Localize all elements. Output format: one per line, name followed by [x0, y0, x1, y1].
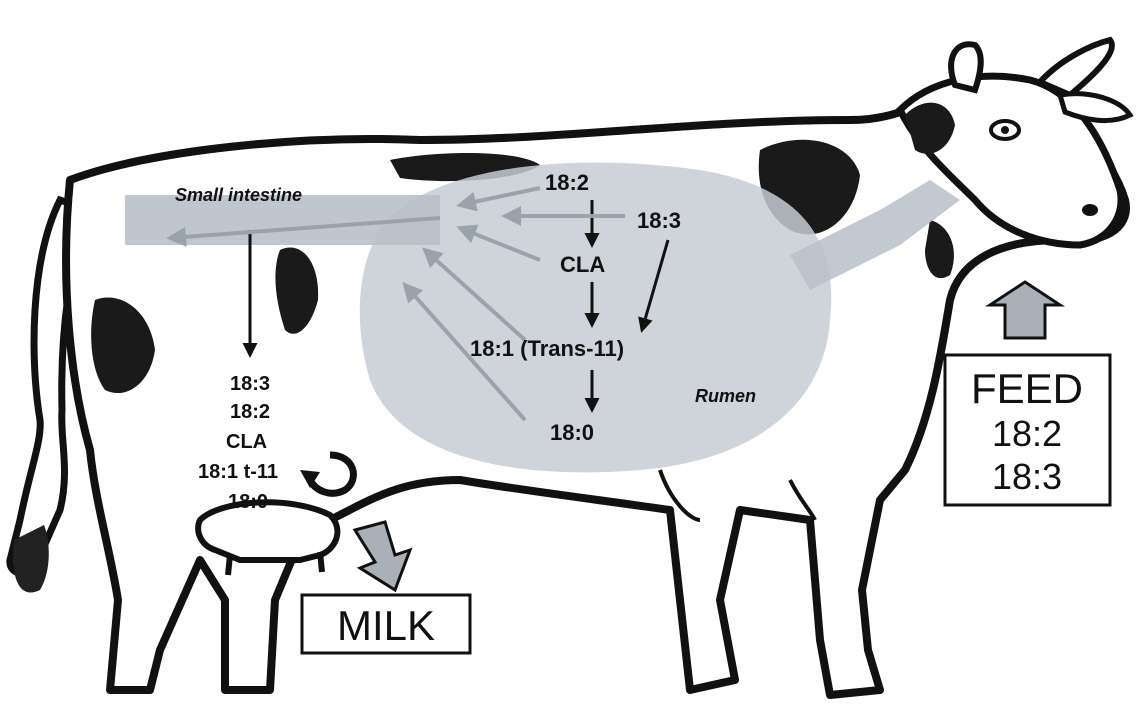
- milk-down-arrow: [355, 522, 410, 590]
- cow-horn-left: [951, 44, 981, 90]
- udder-item: 18:0: [228, 491, 268, 513]
- node-cla: CLA: [560, 252, 605, 277]
- milk-title: MILK: [337, 602, 435, 649]
- udder-item: 18:2: [230, 401, 270, 423]
- label-small-intestine: Small intestine: [175, 185, 302, 205]
- feed-title: FEED: [971, 365, 1083, 412]
- feed-input: FEED 18:2 18:3: [945, 282, 1110, 505]
- cow-ear: [1060, 94, 1130, 121]
- udder-item: CLA: [226, 431, 267, 453]
- feed-item: 18:3: [992, 456, 1062, 497]
- label-rumen: Rumen: [695, 386, 756, 406]
- udder-item: 18:1 t-11: [198, 461, 278, 483]
- node-18-2: 18:2: [545, 170, 589, 195]
- cow-horn-right: [1040, 40, 1112, 95]
- udder-item: 18:3: [230, 373, 270, 395]
- feed-up-arrow: [990, 282, 1060, 338]
- cow-nostril: [1082, 204, 1098, 216]
- node-18-0: 18:0: [550, 420, 594, 445]
- feed-item: 18:2: [992, 413, 1062, 454]
- node-18-1-trans-11: 18:1 (Trans-11): [470, 336, 624, 361]
- node-18-3: 18:3: [637, 208, 681, 233]
